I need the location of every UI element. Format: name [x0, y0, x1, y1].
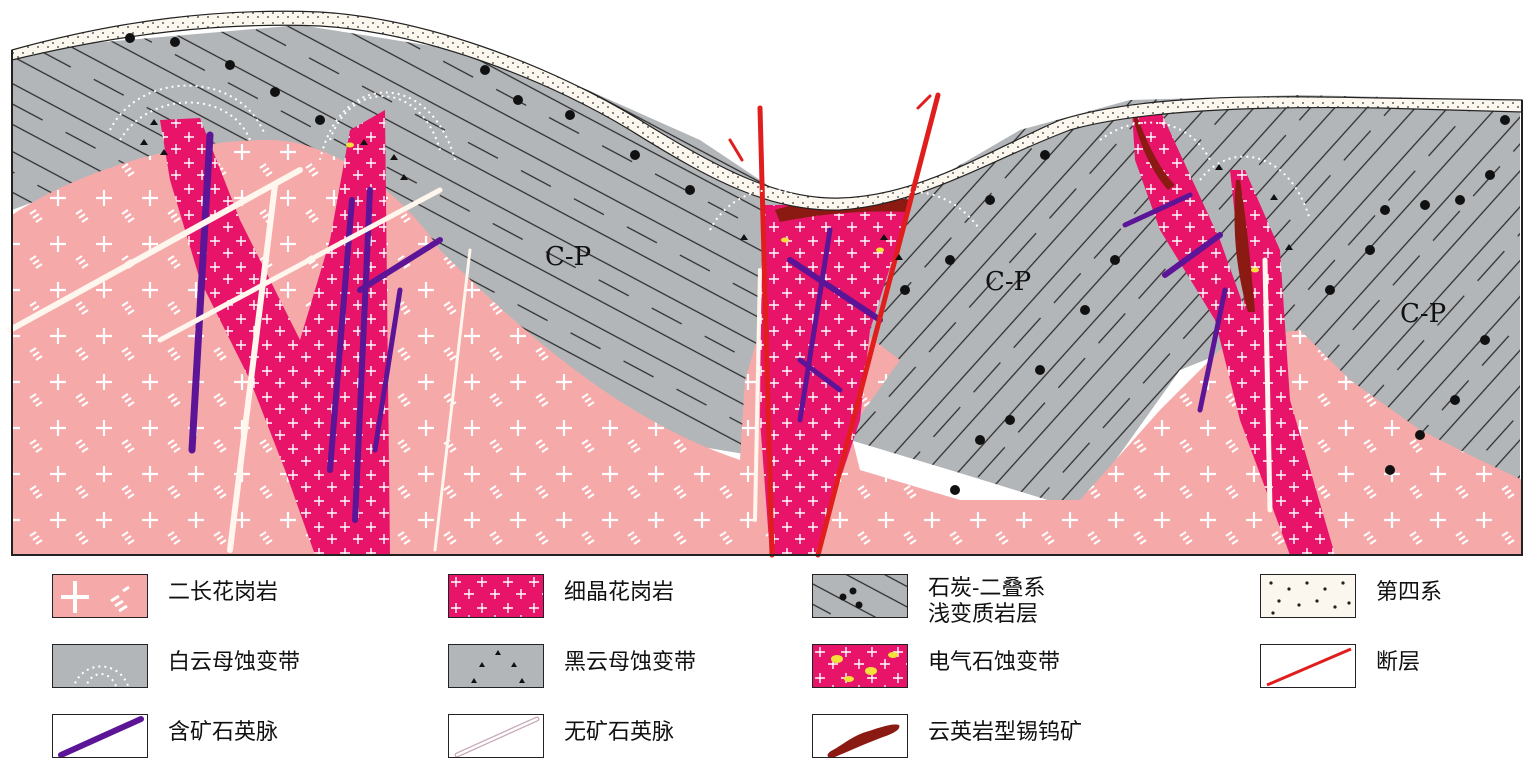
unit-label-cp-1: C-P	[545, 242, 591, 272]
swatch-greisen-sn-w-ore	[812, 714, 908, 758]
legend-label: 断层	[1376, 650, 1420, 676]
swatch-carboniferous-permian	[812, 574, 908, 618]
legend-label: 第四系	[1376, 580, 1442, 606]
swatch-ore-quartz-vein	[52, 714, 148, 758]
legend-label: 二长花岗岩	[168, 580, 278, 606]
unit-label-cp-2: C-P	[985, 267, 1031, 297]
legend-label: 黑云母蚀变带	[564, 650, 696, 676]
legend-label: 电气石蚀变带	[928, 650, 1060, 676]
swatch-barren-quartz-vein	[448, 714, 544, 758]
swatch-quaternary	[1260, 574, 1356, 618]
swatch-fault	[1260, 644, 1356, 688]
legend-label: 白云母蚀变带	[168, 650, 300, 676]
legend-label: 石炭-二叠系 浅变质岩层	[928, 576, 1045, 628]
legend: 二长花岗岩 细晶花岗岩 石炭-二叠系 浅变质岩层 第四系 白云母蚀变带 黑云母蚀…	[0, 560, 1538, 780]
geological-cross-section: C-P C-P C-P	[0, 0, 1538, 560]
legend-label: 无矿石英脉	[564, 720, 674, 746]
legend-label: 含矿石英脉	[168, 720, 278, 746]
legend-label: 云英岩型锡钨矿	[928, 720, 1082, 746]
swatch-fine-grained-granite	[448, 574, 544, 618]
legend-label: 细晶花岗岩	[564, 580, 674, 606]
swatch-biotite-alteration	[448, 644, 544, 688]
swatch-two-feldspar-granite	[52, 574, 148, 618]
swatch-tourmaline-alteration	[812, 644, 908, 688]
swatch-muscovite-alteration	[52, 644, 148, 688]
unit-label-cp-3: C-P	[1400, 299, 1446, 329]
